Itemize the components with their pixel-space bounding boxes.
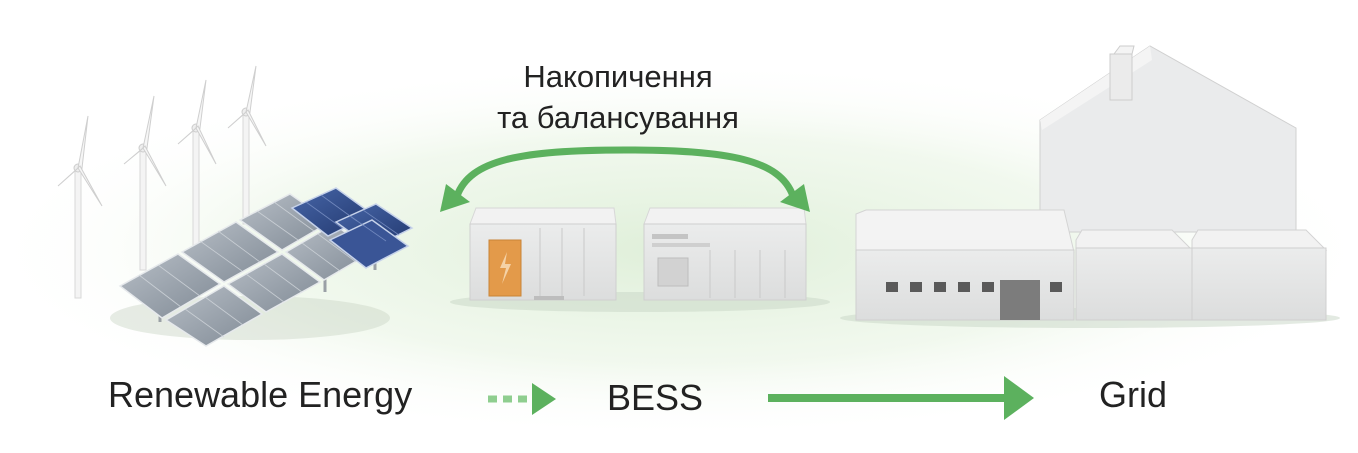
grid-building-icon — [840, 45, 1340, 328]
arrow-renewable-to-bess — [488, 383, 556, 415]
wind-turbine-icon — [57, 65, 267, 299]
label-storage-balancing: Накопичення та балансування — [458, 56, 778, 138]
label-bess: BESS — [607, 377, 704, 418]
label-renewable-energy: Renewable Energy — [108, 374, 413, 415]
wind-turbine-4 — [227, 65, 267, 225]
wind-turbine-2 — [123, 95, 167, 271]
grid-annex-1 — [1075, 229, 1194, 321]
label-grid: Grid — [1099, 374, 1168, 415]
battery-container-2 — [643, 207, 807, 301]
grid-warehouse — [855, 209, 1075, 321]
arrowhead-left — [440, 184, 470, 212]
label-storage-line-2: та балансування — [497, 100, 739, 135]
grid-annex-2 — [1191, 229, 1328, 321]
label-storage-line-1: Накопичення — [523, 59, 713, 94]
storage-balancing-arrow — [440, 146, 810, 212]
solar-panels-blue — [290, 187, 414, 269]
arrow-bess-to-grid — [768, 376, 1034, 420]
grid-house — [1039, 45, 1297, 233]
arrowhead-right — [780, 184, 810, 212]
wind-turbine-1 — [57, 115, 103, 299]
battery-container-icon — [450, 207, 830, 312]
solar-panel-icon — [110, 187, 414, 347]
battery-container-1 — [469, 207, 617, 301]
